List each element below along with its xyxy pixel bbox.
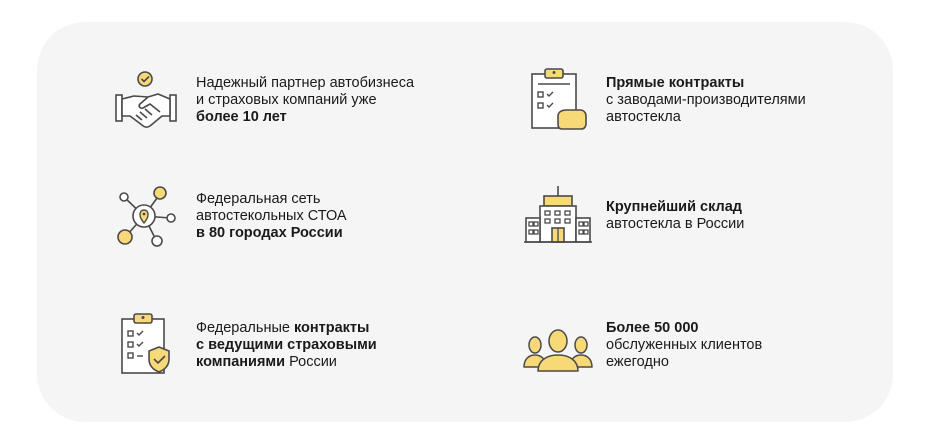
feature-insurance-line2: с ведущими страховыми [196, 336, 377, 353]
feature-insurance-line1: Федеральные контракты [196, 320, 377, 337]
network-location-icon [112, 180, 184, 252]
feature-contracts-line1: Прямые контракты [606, 74, 745, 91]
feature-clients-text: Более 50 000 обслуженных клиентов ежегод… [606, 320, 762, 371]
feature-contracts-line2: с заводами-производителями [606, 91, 806, 108]
warehouse-building-icon [522, 180, 594, 252]
feature-partner-line3: более 10 лет [196, 108, 287, 125]
feature-contracts-text: Прямые контракты с заводами-производител… [606, 75, 806, 126]
feature-network-line2: автостекольных СТОА [196, 207, 347, 224]
feature-insurance-line1-plain: Федеральные [196, 319, 294, 336]
feature-network-line1: Федеральная сеть [196, 190, 321, 207]
clipboard-shield-icon [112, 309, 184, 381]
feature-clients: Более 50 000 обслуженных клиентов ежегод… [522, 309, 762, 381]
feature-clients-line1: Более 50 000 [606, 319, 699, 336]
feature-warehouse-text: Крупнейший склад автостекла в России [606, 199, 744, 233]
feature-clients-line2: обслуженных клиентов [606, 336, 763, 353]
feature-partner-line2: и страховых компаний уже [196, 91, 377, 108]
feature-clients-line3: ежегодно [606, 353, 669, 370]
feature-insurance-line3: компаниями России [196, 354, 377, 371]
features-card [37, 22, 893, 422]
feature-network-text: Федеральная сеть автостекольных СТОА в 8… [196, 191, 347, 242]
feature-insurance-line3-plain: России [285, 353, 337, 370]
clipboard-hand-icon [522, 64, 594, 136]
people-group-icon [522, 309, 594, 381]
feature-partner: Надежный партнер автобизнеса и страховых… [112, 64, 414, 136]
feature-warehouse-line1: Крупнейший склад [606, 199, 742, 215]
feature-network: Федеральная сеть автостекольных СТОА в 8… [112, 180, 347, 252]
feature-warehouse: Крупнейший склад автостекла в России [522, 180, 744, 252]
feature-insurance-text: Федеральные контракты с ведущими страхов… [196, 320, 377, 371]
feature-insurance-line3-bold: компаниями [196, 353, 286, 370]
feature-partner-line1: Надежный партнер автобизнеса [196, 74, 415, 91]
feature-insurance-line1-bold: контракты [293, 319, 370, 336]
handshake-icon [112, 64, 184, 136]
feature-network-line3: в 80 городах России [196, 224, 343, 241]
feature-contracts-line3: автостекла [606, 108, 681, 125]
feature-warehouse-line2: автостекла в России [606, 216, 745, 232]
feature-insurance: Федеральные контракты с ведущими страхов… [112, 309, 377, 381]
feature-partner-text: Надежный партнер автобизнеса и страховых… [196, 75, 414, 126]
feature-contracts: Прямые контракты с заводами-производител… [522, 64, 806, 136]
